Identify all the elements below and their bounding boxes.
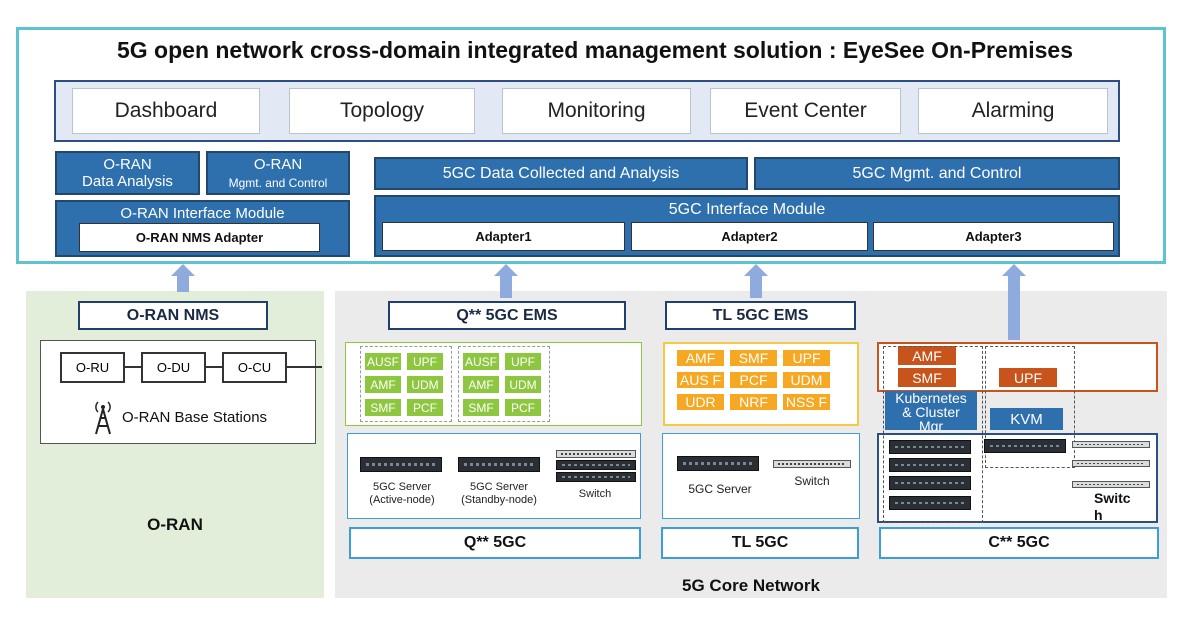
q-nf-ausf-2: AUSF [463, 353, 499, 370]
tl-switch-icon [773, 460, 851, 468]
arrow-tl-ems [744, 264, 768, 298]
tl-hardware-panel [662, 433, 860, 519]
c-nf-upf: UPF [999, 368, 1057, 387]
tl-nf-smf: SMF [730, 350, 777, 366]
tl-nf-upf: UPF [783, 350, 830, 366]
ui-module-event-center: Event Center [710, 88, 901, 134]
oran-mgmt-line1: O-RAN [253, 156, 303, 173]
ui-module-topology: Topology [289, 88, 475, 134]
c-nf-smf: SMF [898, 368, 956, 387]
5gc-data-collected-module: 5GC Data Collected and Analysis [374, 157, 748, 190]
5gc-mgmt-control-module: 5GC Mgmt. and Control [754, 157, 1120, 190]
ui-module-dashboard: Dashboard [72, 88, 260, 134]
q-server-standby-icon [458, 457, 540, 472]
q-nf-amf-2: AMF [463, 376, 499, 393]
c-server-icon-1 [889, 440, 971, 454]
c-kvm-box: KVM [990, 408, 1063, 430]
c-cluster-group-left [883, 346, 983, 523]
tl-nf-ausf: AUS F [677, 372, 724, 388]
tl-nf-amf: AMF [677, 350, 724, 366]
antenna-tower-icon [95, 401, 111, 435]
q-nf-upf-1: UPF [407, 353, 443, 370]
c-k8s-cluster-mgr: Kubernetes & Cluster Mgr [885, 391, 977, 430]
arrow-oran-nms [171, 264, 195, 292]
q-nf-amf-1: AMF [365, 376, 401, 393]
oran-base-stations-label: O-RAN Base Stations [122, 409, 268, 426]
o-du-box: O-DU [141, 352, 206, 383]
q-nf-ausf-1: AUSF [365, 353, 401, 370]
o-cu-box: O-CU [222, 352, 287, 383]
tl-nf-pcf: PCF [730, 372, 777, 388]
c-nf-amf: AMF [898, 346, 956, 365]
q-5gc-ems-box: Q** 5GC EMS [388, 301, 626, 330]
q-server-active-icon [360, 457, 442, 472]
q-nf-upf-2: UPF [505, 353, 541, 370]
c-server-icon-5 [984, 439, 1066, 453]
tl-nf-udr: UDR [677, 394, 724, 410]
tl-server-icon [677, 456, 759, 471]
adapter3: Adapter3 [873, 222, 1114, 251]
c-switch-icon-3 [1072, 481, 1150, 488]
q-nf-pcf-1: PCF [407, 399, 443, 416]
c-cluster-group-right [985, 346, 1075, 468]
tl-nf-nssf: NSS F [783, 394, 830, 410]
arrow-q-ems [494, 264, 518, 298]
tl-switch-label: Switch [794, 474, 830, 488]
q-switch-icon-3 [556, 472, 636, 482]
ui-module-alarming: Alarming [918, 88, 1108, 134]
c-switch-label: Switc h [1094, 490, 1131, 523]
diagram-title: 5G open network cross-domain integrated … [116, 36, 1074, 63]
oran-mgmt-line2: Mgmt. and Control [228, 176, 328, 190]
q-nf-group-left [360, 346, 452, 422]
q-switch-icon-2 [556, 460, 636, 470]
q-5gc-footer: Q** 5GC [349, 527, 641, 559]
tl-nf-udm: UDM [783, 372, 830, 388]
5g-core-network-label: 5G Core Network [682, 576, 820, 595]
oran-data-analysis-module: O-RAN Data Analysis [55, 151, 200, 195]
oran-nms-box: O-RAN NMS [78, 301, 268, 330]
oran-domain-area [26, 291, 324, 598]
q-nf-smf-2: SMF [463, 399, 499, 416]
oran-link-line [92, 366, 322, 368]
q-nf-smf-1: SMF [365, 399, 401, 416]
q-server-active-label: 5GC Server (Active-node) [369, 481, 435, 506]
tl-5gc-ems-box: TL 5GC EMS [665, 301, 856, 330]
q-switch-icon-1 [556, 450, 636, 458]
adapter1: Adapter1 [382, 222, 625, 251]
oran-interface-module-label: O-RAN Interface Module [120, 205, 285, 222]
o-ru-box: O-RU [60, 352, 125, 383]
adapter2: Adapter2 [631, 222, 868, 251]
oran-nms-adapter: O-RAN NMS Adapter [79, 223, 320, 252]
oran-mgmt-control-module: O-RAN Mgmt. and Control [206, 151, 350, 195]
ui-module-monitoring: Monitoring [502, 88, 691, 134]
tl-5gc-footer: TL 5GC [661, 527, 859, 559]
c-server-icon-2 [889, 458, 971, 472]
q-server-standby-label: 5GC Server (Standby-node) [461, 481, 537, 506]
q-nf-pcf-2: PCF [505, 399, 541, 416]
q-switch-label: Switch [578, 488, 612, 500]
5gc-interface-module-label: 5GC Interface Module [668, 201, 826, 218]
arrow-c-5gc [1002, 264, 1026, 340]
c-switch-icon-1 [1072, 441, 1150, 448]
c-server-icon-4 [889, 496, 971, 510]
tl-server-label: 5GC Server [688, 482, 752, 496]
q-nf-udm-1: UDM [407, 376, 443, 393]
q-nf-udm-2: UDM [505, 376, 541, 393]
tl-nf-nrf: NRF [730, 394, 777, 410]
q-nf-group-right [458, 346, 550, 422]
c-5gc-footer: C** 5GC [879, 527, 1159, 559]
oran-domain-label: O-RAN [147, 515, 203, 534]
c-server-icon-3 [889, 476, 971, 490]
c-switch-icon-2 [1072, 460, 1150, 467]
